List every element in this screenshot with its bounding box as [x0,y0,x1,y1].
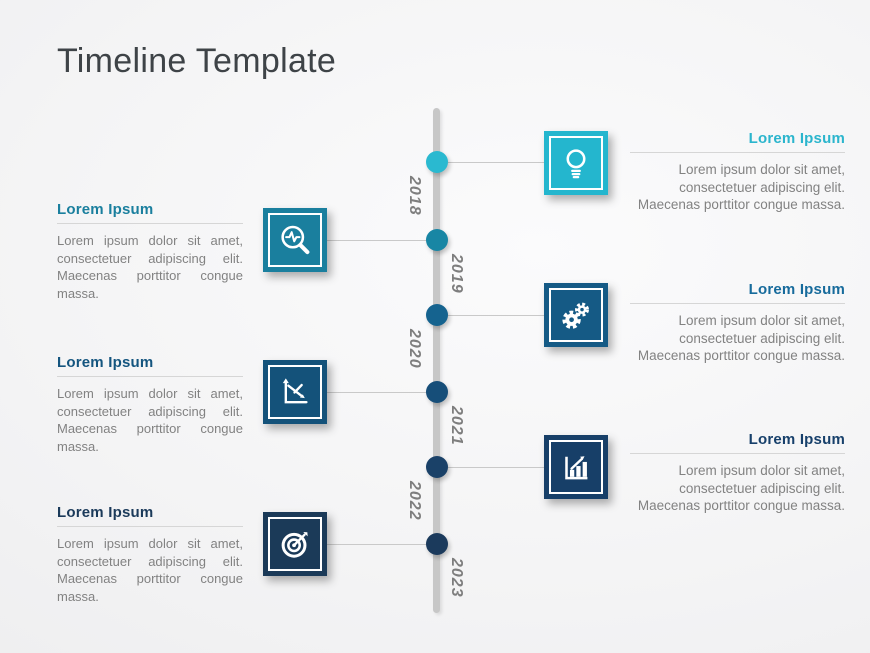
timeline-dot-2023 [426,533,448,555]
icon-tile-2021 [263,360,327,424]
icon-tile-2020 [544,283,608,347]
timeline-entry-2019: Lorem Ipsum Lorem ipsum dolor sit amet, … [57,201,243,302]
timeline-dot-2018 [426,151,448,173]
year-label-2023: 2023 [448,558,465,598]
heading-divider [57,376,243,377]
connector-2019 [326,240,427,241]
declining-chart-icon [282,378,308,404]
icon-tile-2022 [544,435,608,499]
timeline-entry-2023: Lorem Ipsum Lorem ipsum dolor sit amet, … [57,504,243,605]
entry-heading: Lorem Ipsum [57,504,154,521]
connector-2018 [448,162,545,163]
entry-heading: Lorem Ipsum [57,354,154,371]
gears-icon [562,302,589,329]
heading-divider [630,152,845,153]
timeline-dot-2019 [426,229,448,251]
heading-divider [630,303,845,304]
heading-divider [57,526,243,527]
entry-body: Lorem ipsum dolor sit amet, consectetuer… [57,233,243,301]
entry-body: Lorem ipsum dolor sit amet, consectetuer… [637,463,845,513]
entry-heading: Lorem Ipsum [748,431,845,448]
heading-divider [630,453,845,454]
entry-heading: Lorem Ipsum [57,201,154,218]
heading-divider [57,223,243,224]
timeline-line [433,108,440,613]
entry-heading: Lorem Ipsum [748,130,845,147]
slide-title: Timeline Template [57,42,337,80]
year-label-2022: 2022 [406,481,423,521]
connector-2023 [326,544,427,545]
connector-2020 [448,315,545,316]
bar-chart-growth-icon [565,456,588,480]
year-label-2021: 2021 [448,406,465,446]
timeline-entry-2020: Lorem Ipsum Lorem ipsum dolor sit amet, … [630,281,845,365]
connector-2022 [448,467,545,468]
lightbulb-icon [566,149,586,179]
year-label-2018: 2018 [406,176,423,216]
entry-heading: Lorem Ipsum [748,281,845,298]
entry-body: Lorem ipsum dolor sit amet, consectetuer… [637,162,845,212]
timeline-dot-2020 [426,304,448,326]
icon-tile-2018 [544,131,608,195]
year-label-2019: 2019 [448,254,465,294]
timeline-entry-2022: Lorem Ipsum Lorem ipsum dolor sit amet, … [630,431,845,515]
timeline-dot-2022 [426,456,448,478]
entry-body: Lorem ipsum dolor sit amet, consectetuer… [57,536,243,604]
target-icon [281,531,308,558]
year-label-2020: 2020 [406,329,423,369]
timeline-dot-2021 [426,381,448,403]
entry-body: Lorem ipsum dolor sit amet, consectetuer… [637,313,845,363]
timeline-entry-2018: Lorem Ipsum Lorem ipsum dolor sit amet, … [630,130,845,214]
timeline-entry-2021: Lorem Ipsum Lorem ipsum dolor sit amet, … [57,354,243,455]
icon-tile-2019 [263,208,327,272]
connector-2021 [326,392,427,393]
icon-tile-2023 [263,512,327,576]
entry-body: Lorem ipsum dolor sit amet, consectetuer… [57,386,243,454]
magnifier-pulse-icon [281,225,310,255]
